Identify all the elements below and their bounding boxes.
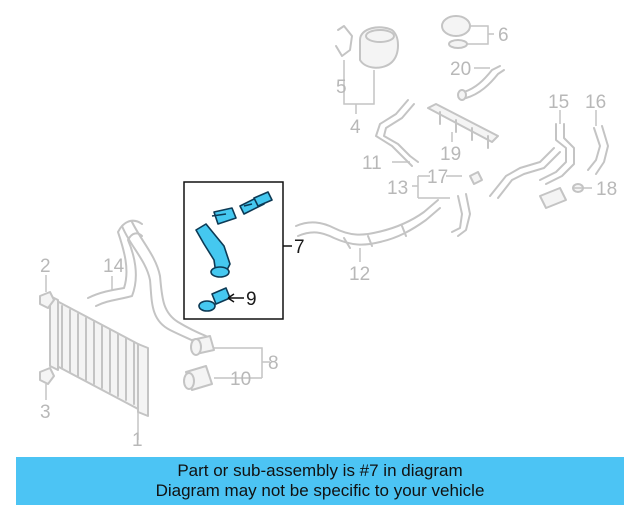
hose-flange-8 — [190, 335, 215, 356]
pipe-11 — [375, 99, 419, 167]
hose-20 — [457, 65, 505, 101]
info-banner: Part or sub-assembly is #7 in diagram Di… — [16, 457, 624, 505]
callout-9: 9 — [246, 289, 257, 310]
bracket-2 — [39, 291, 55, 309]
upper-radiator-hose — [87, 219, 207, 345]
hose-15 — [539, 123, 575, 185]
coolant-pipe-12 — [295, 199, 441, 249]
banner-line-2: Diagram may not be specific to your vehi… — [155, 481, 485, 500]
hose-5 — [335, 25, 353, 57]
highlight-box — [183, 181, 284, 320]
reservoir-cap-6 — [441, 15, 471, 49]
coolant-hose-assembly-7 — [195, 191, 273, 312]
coolant-reservoir — [359, 26, 399, 69]
bracket-bar-19 — [427, 103, 499, 149]
callout-6: 6 — [498, 25, 509, 46]
flange-10 — [183, 365, 213, 391]
callout-10: 10 — [230, 369, 251, 390]
callout-20: 20 — [450, 59, 471, 80]
callout-14: 14 — [103, 256, 125, 277]
callout-15: 15 — [548, 92, 569, 113]
callout-5: 5 — [336, 77, 347, 98]
callout-17: 17 — [427, 167, 448, 188]
callout-4: 4 — [350, 117, 361, 138]
callout-13: 13 — [387, 178, 408, 199]
callout-7: 7 — [294, 237, 305, 258]
callout-19: 19 — [440, 144, 461, 165]
bracket-3 — [39, 367, 55, 385]
callout-12: 12 — [349, 264, 370, 285]
callout-1: 1 — [132, 430, 143, 451]
parts-diagram: 1 2 3 14 8 10 7 — [39, 15, 617, 451]
callout-16: 16 — [585, 92, 606, 113]
radiator — [49, 295, 149, 417]
callout-2: 2 — [40, 256, 51, 277]
hose-17 — [469, 147, 561, 199]
pipe-13 — [451, 193, 471, 237]
callout-3: 3 — [40, 402, 51, 423]
callout-11: 11 — [362, 153, 382, 174]
hose-16 — [587, 125, 609, 175]
callout-18: 18 — [596, 179, 617, 200]
callout-8: 8 — [268, 353, 279, 374]
banner-line-1: Part or sub-assembly is #7 in diagram — [177, 461, 463, 480]
